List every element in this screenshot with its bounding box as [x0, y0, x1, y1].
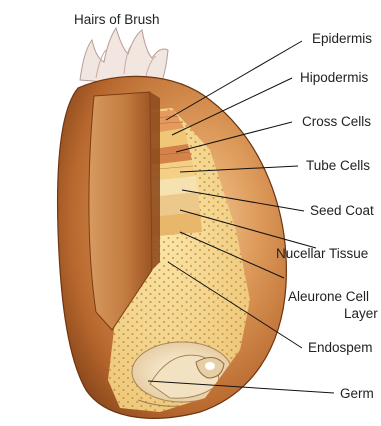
label-seed-coat: Seed Coat	[310, 203, 374, 219]
label-tube-cells: Tube Cells	[306, 158, 370, 174]
label-nucellar-tissue: Nucellar Tissue	[276, 246, 368, 262]
line-epidermis	[166, 41, 302, 120]
label-endosperm: Endospem	[308, 340, 373, 356]
label-epidermis: Epidermis	[312, 31, 372, 47]
label-cross-cells: Cross Cells	[302, 114, 371, 130]
label-aleurone-line1: Aleurone Cell	[288, 289, 369, 305]
label-hairs-of-brush: Hairs of Brush	[74, 12, 160, 28]
label-aleurone-line2: Layer	[344, 306, 378, 322]
label-hipodermis: Hipodermis	[300, 70, 368, 86]
label-germ: Germ	[340, 386, 374, 402]
